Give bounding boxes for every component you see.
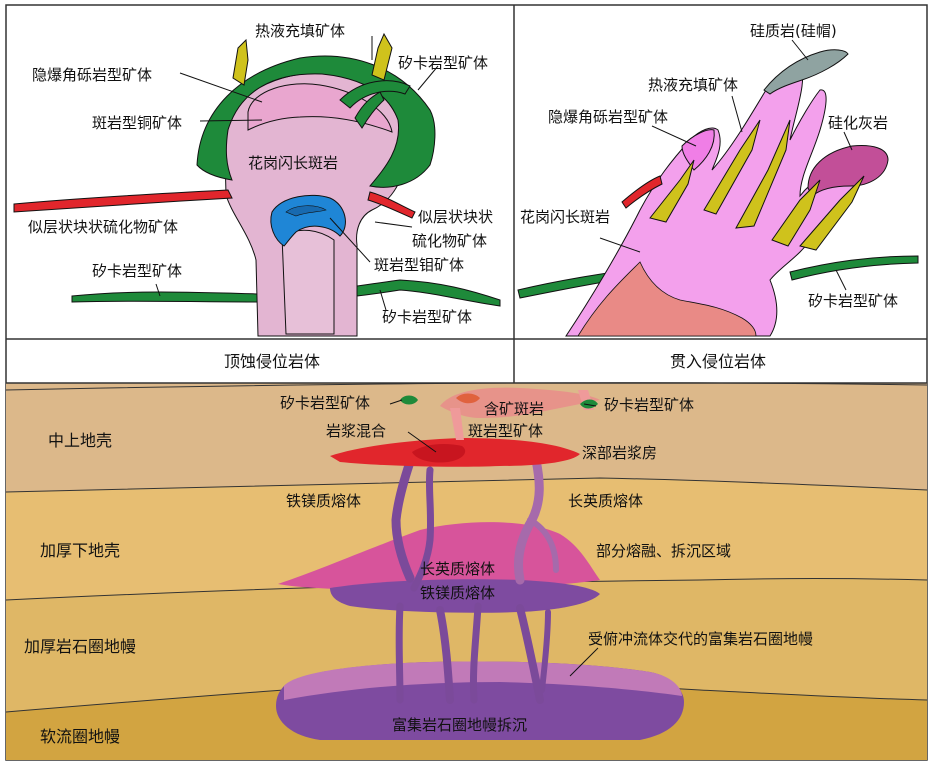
layer-mid-upper-crust	[6, 383, 927, 492]
label-cryptoexplosive-right: 隐爆角砾岩型矿体	[548, 108, 668, 126]
layer-thickened-lithospheric-mantle	[6, 578, 927, 712]
label-granodiorite-porphyry: 花岗闪长斑岩	[248, 154, 338, 172]
porphyry-ore-body-core	[456, 393, 480, 404]
label-stratoid-sulfide-right-2: 硫化物矿体	[412, 232, 487, 250]
leader-lines-top-right	[599, 39, 853, 291]
panel-bottom-section: 中上地壳 加厚下地壳 加厚岩石圈地幔 软流圈地幔 矽卡岩型矿体 含矿斑岩 矽卡岩…	[5, 382, 928, 760]
label-ore-bearing-porphyry: 含矿斑岩	[484, 400, 544, 418]
panel-top-left: 热液充填矿体 矽卡岩型矿体 隐爆角砾岩型矿体 斑岩型铜矿体 花岗闪长斑岩 似层状…	[13, 22, 501, 337]
hydrothermal-vein-left	[232, 38, 249, 86]
inner-granite-core	[281, 229, 335, 335]
label-skarn-ore-bottom: 矽卡岩型矿体	[382, 308, 472, 326]
skarn-arm-mid	[354, 91, 385, 129]
leader-lines-bottom	[389, 399, 599, 677]
porphyry-molybdenum-ore-body	[270, 194, 346, 247]
layer-label-thickened-lower-crust: 加厚下地壳	[40, 541, 120, 560]
label-hydrothermal-fill-ore-right: 热液充填矿体	[648, 76, 738, 94]
ore-bearing-porphyry	[440, 387, 600, 418]
label-stratoid-sulfide-right-1: 似层状块状	[418, 208, 493, 226]
caption-roof-stoping-intrusion: 顶蚀侵位岩体	[224, 352, 320, 371]
leader-lines-top-left	[155, 36, 439, 311]
layer-label-thickened-lithospheric-mantle: 加厚岩石圈地幔	[24, 637, 136, 656]
hydrothermal-vein-2	[703, 119, 761, 215]
skarn-ore-body-bottom-strip	[71, 279, 501, 307]
hydrothermal-vein-4	[771, 179, 821, 247]
siliceous-cap	[763, 49, 849, 95]
label-skarn-ore-left: 矽卡岩型矿体	[92, 262, 182, 280]
label-skarn-ore-right: 矽卡岩型矿体	[808, 292, 898, 310]
label-siliceous-cap: 硅质岩(硅帽)	[750, 22, 837, 40]
red-sulfide-sliver	[621, 175, 663, 209]
label-porphyry-copper: 斑岩型铜矿体	[92, 114, 182, 132]
hydrothermal-vein-right	[371, 32, 393, 81]
label-skarn-ore-bottom-right: 矽卡岩型矿体	[604, 396, 694, 414]
label-enriched-mantle-delamination: 富集岩石圈地幔拆沉	[392, 716, 527, 734]
hydrothermal-vein-1	[649, 159, 695, 223]
skarn-pod-left	[400, 395, 418, 405]
label-felsic-melt-lower: 长英质熔体	[420, 560, 495, 578]
label-mafic-melt-upper: 铁镁质熔体	[286, 492, 361, 510]
label-metasomatized-enriched-mantle: 受俯冲流体交代的富集岩石圈地幔	[588, 630, 813, 648]
magma-mixing-zone	[412, 444, 466, 463]
label-stratoid-sulfide-left: 似层状块状硫化物矿体	[28, 218, 178, 236]
cryptoexplosive-breccia-pink	[681, 129, 715, 171]
label-porphyry-molybdenum: 斑岩型钼矿体	[374, 256, 464, 274]
porphyry-stem	[450, 408, 464, 440]
label-deep-magma-chamber: 深部岩浆房	[582, 444, 657, 462]
label-granodiorite-porphyry-right: 花岗闪长斑岩	[520, 208, 610, 226]
hydrothermal-vein-5	[799, 175, 865, 251]
porphyry-molybdenum-inner	[285, 205, 327, 217]
hydrothermal-vein-3	[735, 119, 791, 229]
label-silicified-limestone: 硅化灰岩	[828, 114, 888, 132]
porphyry-core	[577, 261, 757, 337]
skarn-arm-right	[339, 80, 411, 109]
label-hydrothermal-fill-ore: 热液充填矿体	[255, 22, 345, 40]
stratoid-sulfide-ore-left	[13, 189, 233, 213]
label-partial-melting-delamination: 部分熔融、拆沉区域	[596, 542, 731, 560]
label-magma-mixing: 岩浆混合	[326, 422, 386, 440]
skarn-pod-right	[580, 399, 598, 409]
caption-injection-intrusion: 贯入侵位岩体	[670, 352, 766, 371]
label-cryptoexplosive-breccia: 隐爆角砾岩型矿体	[32, 66, 152, 84]
label-porphyry-ore-body: 斑岩型矿体	[468, 422, 543, 440]
melt-conduits	[391, 455, 559, 704]
layer-label-asthenospheric-mantle: 软流圈地幔	[40, 727, 120, 746]
layer-label-mid-upper-crust: 中上地壳	[48, 431, 112, 450]
panel-top-right: 硅质岩(硅帽) 热液充填矿体 隐爆角砾岩型矿体 硅化灰岩 花岗闪长斑岩 矽卡岩型…	[517, 22, 919, 337]
metasomatized-mantle-halo	[284, 661, 682, 700]
label-mafic-melt-lower: 铁镁质熔体	[420, 584, 495, 602]
label-felsic-melt-upper: 长英质熔体	[568, 492, 643, 510]
skarn-ore-body-right-strip-2	[789, 255, 919, 281]
label-skarn-ore-top: 矽卡岩型矿体	[398, 54, 488, 72]
stratoid-sulfide-ore-right	[367, 191, 416, 219]
label-skarn-ore-bottom-left: 矽卡岩型矿体	[280, 394, 370, 412]
silicified-limestone	[807, 145, 889, 197]
